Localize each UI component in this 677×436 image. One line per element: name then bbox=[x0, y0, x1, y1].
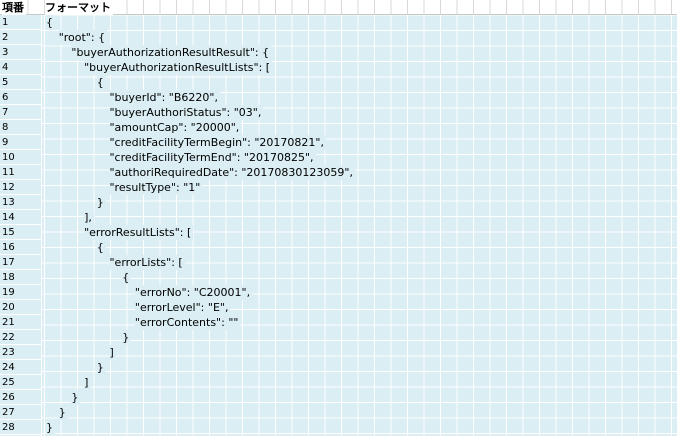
row-number[interactable]: 27 bbox=[2, 407, 15, 418]
format-cell[interactable]: "errorContents": "" bbox=[134, 315, 241, 330]
format-cell[interactable]: } bbox=[46, 420, 55, 435]
row-number[interactable]: 8 bbox=[2, 122, 9, 133]
row-number[interactable]: 2 bbox=[2, 32, 9, 43]
format-cell[interactable]: "buyerAuthorizationResultResult": { bbox=[71, 45, 272, 60]
table-row: 12 "resultType": "1" bbox=[0, 180, 677, 195]
table-row: 9 "creditFacilityTermBegin": "20170821", bbox=[0, 135, 677, 150]
row-number[interactable]: 5 bbox=[2, 77, 9, 88]
table-row: 6 "buyerId": "B6220", bbox=[0, 90, 677, 105]
format-cell[interactable]: ] bbox=[109, 345, 116, 360]
table-row: 15 "errorResultLists": [ bbox=[0, 225, 677, 240]
row-number[interactable]: 19 bbox=[2, 287, 15, 298]
format-cell[interactable]: "authoriRequiredDate": "20170830123059", bbox=[109, 165, 355, 180]
table-row: 28} bbox=[0, 420, 677, 435]
format-cell[interactable]: } bbox=[122, 330, 132, 345]
row-number[interactable]: 4 bbox=[2, 62, 9, 73]
table-row: 2 "root": { bbox=[0, 30, 677, 45]
table-row: 23] bbox=[0, 345, 677, 360]
format-cell[interactable]: ], bbox=[84, 210, 94, 225]
row-number[interactable]: 20 bbox=[2, 302, 15, 313]
format-cell[interactable]: "buyerAuthoriStatus": "03", bbox=[109, 105, 264, 120]
format-cell[interactable]: } bbox=[71, 390, 81, 405]
format-cell[interactable]: { bbox=[96, 75, 106, 90]
row-number[interactable]: 28 bbox=[2, 422, 15, 433]
table-row: 18 { bbox=[0, 270, 677, 285]
row-number[interactable]: 15 bbox=[2, 227, 15, 238]
row-number[interactable]: 16 bbox=[2, 242, 15, 253]
format-cell[interactable]: "root": { bbox=[58, 30, 108, 45]
table-row: 5{ bbox=[0, 75, 677, 90]
table-row: 13} bbox=[0, 195, 677, 210]
row-number[interactable]: 26 bbox=[2, 392, 15, 403]
table-row: 4 "buyerAuthorizationResultLists": [ bbox=[0, 60, 677, 75]
format-cell[interactable]: "errorLists": [ bbox=[109, 255, 185, 270]
format-cell[interactable]: } bbox=[96, 360, 106, 375]
format-cell[interactable]: "buyerAuthorizationResultLists": [ bbox=[84, 60, 273, 75]
row-number[interactable]: 7 bbox=[2, 107, 9, 118]
table-row: 16 { bbox=[0, 240, 677, 255]
row-number[interactable]: 11 bbox=[2, 167, 15, 178]
table-row: 27} bbox=[0, 405, 677, 420]
row-number[interactable]: 23 bbox=[2, 347, 15, 358]
row-number[interactable]: 25 bbox=[2, 377, 15, 388]
format-cell[interactable]: "buyerId": "B6220", bbox=[109, 90, 220, 105]
row-number[interactable]: 13 bbox=[2, 197, 15, 208]
table-row: 20 "errorLevel": "E", bbox=[0, 300, 677, 315]
table-row: 10 "creditFacilityTermEnd": "20170825", bbox=[0, 150, 677, 165]
format-cell[interactable]: "amountCap": "20000", bbox=[109, 120, 242, 135]
format-cell[interactable]: "resultType": "1" bbox=[109, 180, 203, 195]
format-cell[interactable]: } bbox=[96, 195, 106, 210]
table-row: 7 "buyerAuthoriStatus": "03", bbox=[0, 105, 677, 120]
table-row: 1{ bbox=[0, 15, 677, 30]
row-number[interactable]: 3 bbox=[2, 47, 9, 58]
table-row: 26} bbox=[0, 390, 677, 405]
row-number[interactable]: 12 bbox=[2, 182, 15, 193]
row-number[interactable]: 17 bbox=[2, 257, 15, 268]
row-number[interactable]: 24 bbox=[2, 362, 15, 373]
table-row: 21 "errorContents": "" bbox=[0, 315, 677, 330]
row-number[interactable]: 10 bbox=[2, 152, 15, 163]
row-number[interactable]: 21 bbox=[2, 317, 15, 328]
table-row: 25] bbox=[0, 375, 677, 390]
table-row: 24} bbox=[0, 360, 677, 375]
row-number[interactable]: 9 bbox=[2, 137, 9, 148]
format-cell[interactable]: "creditFacilityTermEnd": "20170825", bbox=[109, 150, 316, 165]
row-number[interactable]: 14 bbox=[2, 212, 15, 223]
table-row: 8 "amountCap": "20000", bbox=[0, 120, 677, 135]
table-row: 17 "errorLists": [ bbox=[0, 255, 677, 270]
format-cell[interactable]: "errorLevel": "E", bbox=[134, 300, 231, 315]
header-row: 項番 フォーマット bbox=[0, 0, 677, 15]
format-cell[interactable]: "errorNo": "C20001", bbox=[134, 285, 253, 300]
header-item-number: 項番 bbox=[2, 0, 26, 15]
table-row: 3 "buyerAuthorizationResultResult": { bbox=[0, 45, 677, 60]
row-number[interactable]: 1 bbox=[2, 17, 9, 28]
table-row: 22} bbox=[0, 330, 677, 345]
table-row: 19 "errorNo": "C20001", bbox=[0, 285, 677, 300]
table-row: 11 "authoriRequiredDate": "20170830123059… bbox=[0, 165, 677, 180]
format-cell[interactable]: { bbox=[46, 15, 55, 30]
row-number[interactable]: 22 bbox=[2, 332, 15, 343]
format-cell[interactable]: { bbox=[122, 270, 132, 285]
row-number[interactable]: 6 bbox=[2, 92, 9, 103]
format-cell[interactable]: } bbox=[58, 405, 68, 420]
format-cell[interactable]: ] bbox=[84, 375, 91, 390]
item-number-column bbox=[0, 15, 42, 436]
table-row: 14], bbox=[0, 210, 677, 225]
format-cell[interactable]: { bbox=[96, 240, 106, 255]
format-cell[interactable]: "creditFacilityTermBegin": "20170821", bbox=[109, 135, 326, 150]
format-cell[interactable]: "errorResultLists": [ bbox=[84, 225, 194, 240]
row-number[interactable]: 18 bbox=[2, 272, 15, 283]
header-format: フォーマット bbox=[45, 0, 113, 15]
